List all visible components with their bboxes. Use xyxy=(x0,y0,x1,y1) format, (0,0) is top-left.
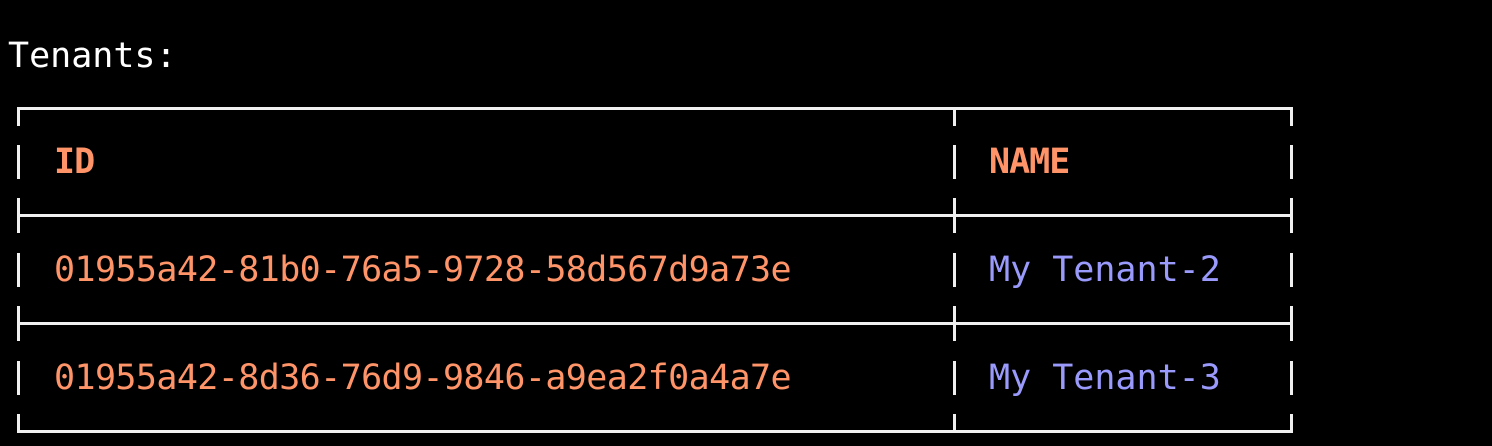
right-border xyxy=(1290,145,1293,179)
column-divider xyxy=(953,306,956,341)
column-divider xyxy=(953,414,956,433)
right-border xyxy=(1290,107,1293,126)
column-divider xyxy=(953,198,956,233)
column-header-id: ID xyxy=(54,142,95,182)
left-border xyxy=(17,107,20,126)
section-title: Tenants: xyxy=(8,36,177,76)
row-separator xyxy=(17,322,1293,325)
left-border xyxy=(17,306,20,341)
left-border xyxy=(17,198,20,233)
right-border xyxy=(1290,361,1293,395)
column-divider xyxy=(953,107,956,126)
tenants-table: ID NAME 01955a42-81b0-76a5-9728-58d567d9… xyxy=(17,107,1293,435)
left-border xyxy=(17,414,20,433)
column-divider xyxy=(953,253,956,287)
right-border xyxy=(1290,414,1293,433)
tenant-name-cell: My Tenant-3 xyxy=(989,358,1221,398)
right-border xyxy=(1290,198,1293,233)
column-divider xyxy=(953,145,956,179)
left-border xyxy=(17,361,20,395)
right-border xyxy=(1290,253,1293,287)
table-top-border xyxy=(17,107,1293,110)
tenant-name-cell: My Tenant-2 xyxy=(989,250,1221,290)
header-separator xyxy=(17,214,1293,217)
column-divider xyxy=(953,361,956,395)
right-border xyxy=(1290,306,1293,341)
tenant-id-cell: 01955a42-81b0-76a5-9728-58d567d9a73e xyxy=(54,250,792,290)
left-border xyxy=(17,145,20,179)
table-bottom-border xyxy=(17,430,1293,433)
left-border xyxy=(17,253,20,287)
tenant-id-cell: 01955a42-8d36-76d9-9846-a9ea2f0a4a7e xyxy=(54,358,792,398)
column-header-name: NAME xyxy=(989,142,1070,182)
